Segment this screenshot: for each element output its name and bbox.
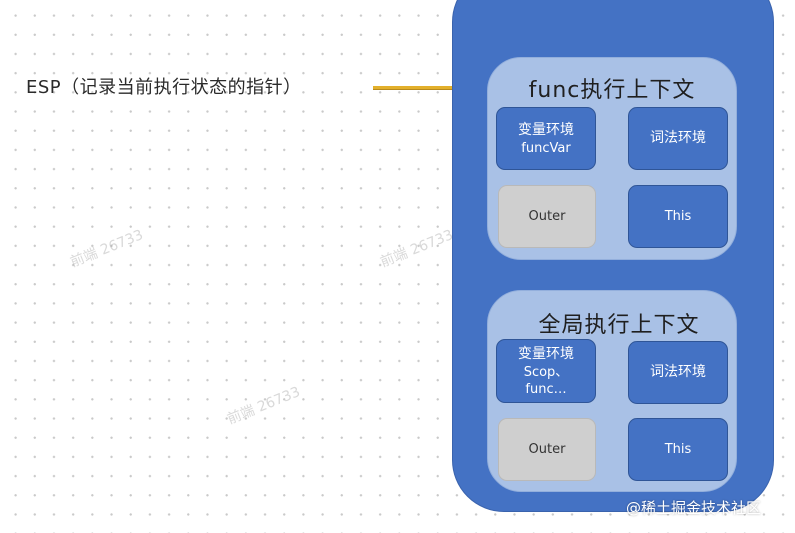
variable-env-detail-line2: func… <box>525 381 567 397</box>
func-this: This <box>628 185 728 248</box>
this-label: This <box>664 442 692 457</box>
watermark: 前端 26733 <box>68 227 146 271</box>
global-lexical-environment: 词法环境 <box>628 341 728 404</box>
lexical-env-label: 词法环境 <box>650 364 706 380</box>
variable-env-detail: funcVar <box>521 140 571 156</box>
site-watermark: @稀土掘金技术社区 <box>626 499 762 517</box>
global-context-title: 全局执行上下文 <box>538 313 700 338</box>
outer-label: Outer <box>528 209 566 224</box>
global-variable-environment: 变量环境 Scop、 func… <box>496 339 596 403</box>
esp-pointer-arrow <box>373 86 477 89</box>
watermark: 前端 26733 <box>225 384 303 428</box>
func-outer: Outer <box>498 185 596 248</box>
variable-env-label: 变量环境 <box>518 345 574 362</box>
global-this: This <box>628 418 728 481</box>
func-variable-environment: 变量环境 funcVar <box>496 107 596 170</box>
func-lexical-environment: 词法环境 <box>628 107 728 170</box>
lexical-env-label: 词法环境 <box>650 130 706 146</box>
global-outer: Outer <box>498 418 596 481</box>
outer-label: Outer <box>528 442 566 457</box>
variable-env-label: 变量环境 <box>518 121 574 138</box>
this-label: This <box>664 209 692 224</box>
watermark: 前端 26733 <box>378 227 456 271</box>
esp-label: ESP（记录当前执行状态的指针） <box>26 77 302 98</box>
variable-env-detail-line1: Scop、 <box>523 364 569 380</box>
func-context-title: func执行上下文 <box>528 78 696 103</box>
